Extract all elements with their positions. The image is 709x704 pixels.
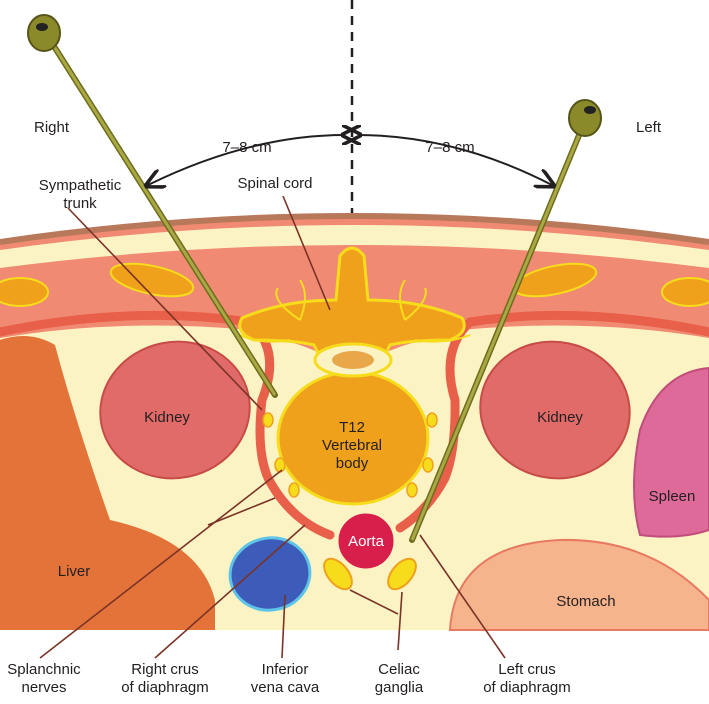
distance-arc-right xyxy=(148,135,345,185)
stomach xyxy=(448,538,709,631)
spleen xyxy=(633,366,709,538)
label-stomach: Stomach xyxy=(556,593,616,610)
label-ivc-line2: vena cava xyxy=(250,679,320,696)
label-celiac-line2: ganglia xyxy=(374,679,424,696)
label-vertebra-line3: body xyxy=(335,455,369,472)
label-splanchnic-line2: nerves xyxy=(21,679,67,696)
label-liver: Liver xyxy=(57,563,91,580)
label-spleen: Spleen xyxy=(648,488,696,505)
label-splanchnic-line1: Splanchnic xyxy=(7,661,81,678)
label-vertebra-line2: Vertebral xyxy=(321,437,383,454)
label-right-crus-line1: Right crus xyxy=(131,661,199,678)
rib-right xyxy=(109,262,195,298)
rib-right-outer xyxy=(0,277,49,307)
leader-lines xyxy=(39,195,506,659)
kidney-right xyxy=(99,340,251,480)
spinal-cord xyxy=(330,349,376,371)
label-aorta: Aorta xyxy=(348,533,384,550)
skin-surface xyxy=(0,213,709,245)
needle-hub-right xyxy=(27,14,61,52)
needle-hub-left xyxy=(568,99,602,137)
diaphragm-band-right xyxy=(0,310,335,540)
diaphragm-band-left xyxy=(395,310,709,533)
label-distance-right: 7–8 cm xyxy=(222,139,272,156)
celiac-ganglion-right xyxy=(323,557,353,591)
label-sympathetic-trunk-line2: trunk xyxy=(63,195,97,212)
needle-right-shaft xyxy=(48,39,277,396)
label-ivc-line1: Inferior xyxy=(261,661,309,678)
label-celiac-line1: Celiac xyxy=(378,661,420,678)
label-right: Right xyxy=(34,119,70,136)
label-kidney-right: Kidney xyxy=(144,409,190,426)
celiac-ganglion-left xyxy=(387,557,417,591)
label-left-crus-line1: Left crus xyxy=(498,661,556,678)
kidney-left xyxy=(479,340,631,480)
label-spinal-cord: Spinal cord xyxy=(237,175,313,192)
inferior-vena-cava xyxy=(228,536,312,612)
label-left-crus-line2: of diaphragm xyxy=(483,679,571,696)
label-left: Left xyxy=(636,119,662,136)
aorta xyxy=(335,510,397,572)
label-vertebra-line1: T12 xyxy=(339,419,365,436)
rib-left-outer xyxy=(661,277,709,307)
needle-left-shaft xyxy=(410,127,584,541)
label-distance-left: 7–8 cm xyxy=(425,139,475,156)
label-right-crus-line2: of diaphragm xyxy=(121,679,209,696)
nerve-roots xyxy=(239,279,471,343)
distance-arc-left xyxy=(358,135,552,185)
label-kidney-left: Kidney xyxy=(537,409,583,426)
liver xyxy=(0,336,215,630)
label-sympathetic-trunk-line1: Sympathetic xyxy=(38,177,122,194)
sympathetic-ganglia xyxy=(262,412,438,498)
